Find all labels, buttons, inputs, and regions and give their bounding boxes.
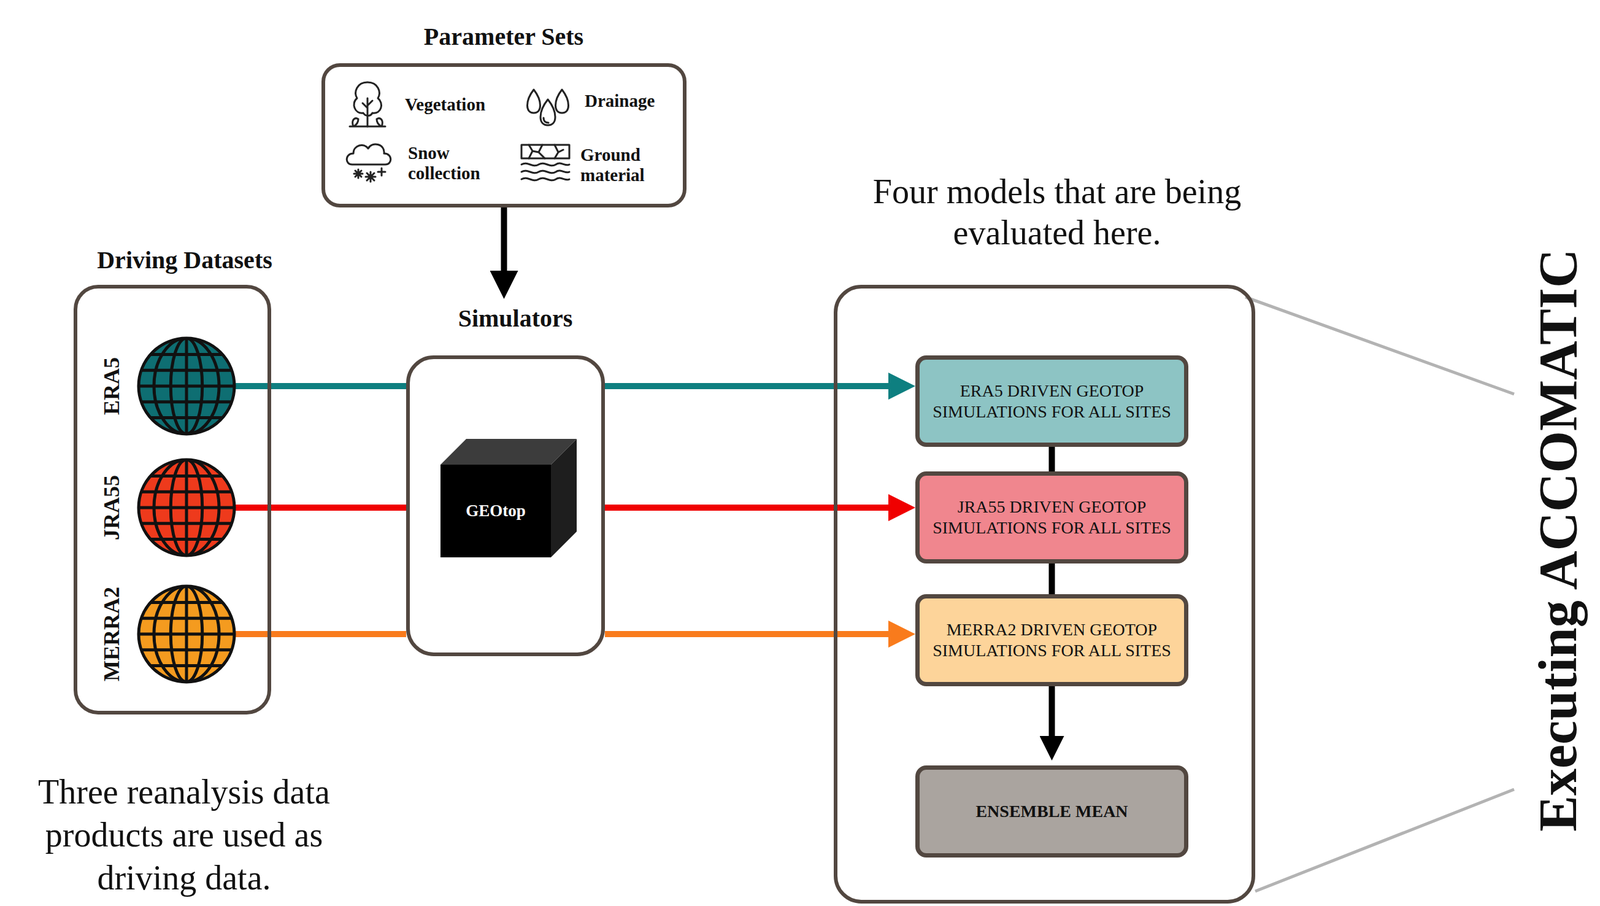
- connector: [1049, 563, 1056, 594]
- model-box: JRA55 DRIVEN GEOTOP SIMULATIONS FOR ALL …: [915, 471, 1189, 564]
- connector: [271, 504, 407, 511]
- tree-trunk: [362, 98, 373, 127]
- cloud: [346, 144, 391, 165]
- drop-shine: [543, 117, 549, 123]
- box-text: ENSEMBLE MEAN: [975, 800, 1128, 822]
- parallel: [138, 506, 235, 510]
- parallel: [138, 521, 235, 525]
- dataset-name: ERA5: [98, 357, 126, 415]
- globe: [138, 338, 235, 434]
- box-heading: Driving Datasets: [96, 245, 273, 275]
- ground-plants: [349, 118, 386, 127]
- globe-rim: [138, 459, 235, 556]
- model-box: ERA5 DRIVEN GEOTOP SIMULATIONS FOR ALL S…: [915, 355, 1189, 447]
- connector: [271, 382, 407, 389]
- snowflake: [353, 169, 363, 178]
- parameter-item: Snow collection: [407, 142, 500, 185]
- globe-body: [138, 338, 235, 434]
- parallel: [138, 647, 235, 651]
- parameter-item: Ground material: [580, 144, 673, 186]
- box-heading: Simulators: [458, 303, 574, 334]
- connector: [604, 630, 889, 637]
- parameter-item: Drainage: [584, 90, 655, 112]
- globe-grid: [138, 338, 235, 434]
- connector: [1049, 446, 1056, 472]
- snowflake: [365, 171, 376, 182]
- parallel: [138, 632, 235, 636]
- parallel: [138, 384, 235, 388]
- box-text: GEOtop: [465, 500, 526, 521]
- connector: [271, 630, 407, 637]
- snowflake: [377, 168, 386, 176]
- parallel: [138, 400, 235, 404]
- box-heading: Four models that are being evaluated her…: [823, 171, 1291, 254]
- parameter-item: Vegetation: [404, 94, 486, 115]
- zoom-line: [1255, 788, 1515, 891]
- model-cube: GEOtop: [440, 464, 551, 558]
- model-box: MERRA2 DRIVEN GEOTOP SIMULATIONS FOR ALL…: [915, 593, 1189, 686]
- layer-wave: [521, 177, 570, 181]
- cracks: [528, 144, 564, 159]
- box-text: JRA55 DRIVEN GEOTOP SIMULATIONS FOR ALL …: [929, 496, 1175, 538]
- box-heading: Parameter Sets: [423, 22, 584, 52]
- drop: [527, 89, 541, 113]
- drainage-icon: [527, 89, 569, 126]
- ground-icon: [521, 144, 570, 181]
- parallel: [138, 490, 235, 494]
- parallel: [138, 616, 235, 620]
- ground-top: [521, 144, 570, 159]
- globe-body: [138, 585, 235, 682]
- globe: [138, 459, 235, 556]
- layer-wave: [521, 163, 570, 166]
- box-text: MERRA2 DRIVEN GEOTOP SIMULATIONS FOR ALL…: [929, 619, 1175, 661]
- drop: [555, 89, 569, 113]
- layer-wave: [521, 170, 570, 174]
- connector: [604, 504, 889, 511]
- note-text: Three reanalysis data products are used …: [0, 769, 369, 899]
- cube-side: [550, 438, 577, 558]
- connector: [604, 382, 889, 389]
- dataset-name: MERRA2: [98, 586, 126, 681]
- zoom-line: [1245, 296, 1515, 394]
- side-title: Executing ACCOMATIC: [1524, 248, 1593, 831]
- simulator-box: SimulatorsGEOtop: [406, 355, 605, 656]
- vegetation-icon: [349, 82, 386, 127]
- ensemble-box: ENSEMBLE MEAN: [915, 765, 1189, 858]
- connector: [501, 207, 508, 271]
- snow-icon: [346, 144, 391, 182]
- globe-rim: [138, 585, 235, 682]
- dataset-box: Driving DatasetsERA5JRA55MERRA2: [73, 284, 272, 715]
- globe: [138, 585, 235, 682]
- cube-front: [440, 464, 551, 558]
- box-text: ERA5 DRIVEN GEOTOP SIMULATIONS FOR ALL S…: [929, 380, 1175, 422]
- zoom-lines: [1245, 296, 1515, 891]
- globes: [138, 338, 235, 682]
- connector: [1049, 685, 1056, 736]
- parameter-box: Parameter SetsVegetationDrainageSnow col…: [321, 63, 687, 208]
- globe-grid: [138, 459, 235, 556]
- drop: [540, 99, 556, 126]
- models-box: Four models that are being evaluated her…: [833, 284, 1256, 904]
- globe-grid: [138, 585, 235, 682]
- parallel: [138, 368, 235, 372]
- dataset-name: JRA55: [98, 474, 126, 540]
- globe-rim: [138, 338, 235, 434]
- globe-body: [138, 459, 235, 556]
